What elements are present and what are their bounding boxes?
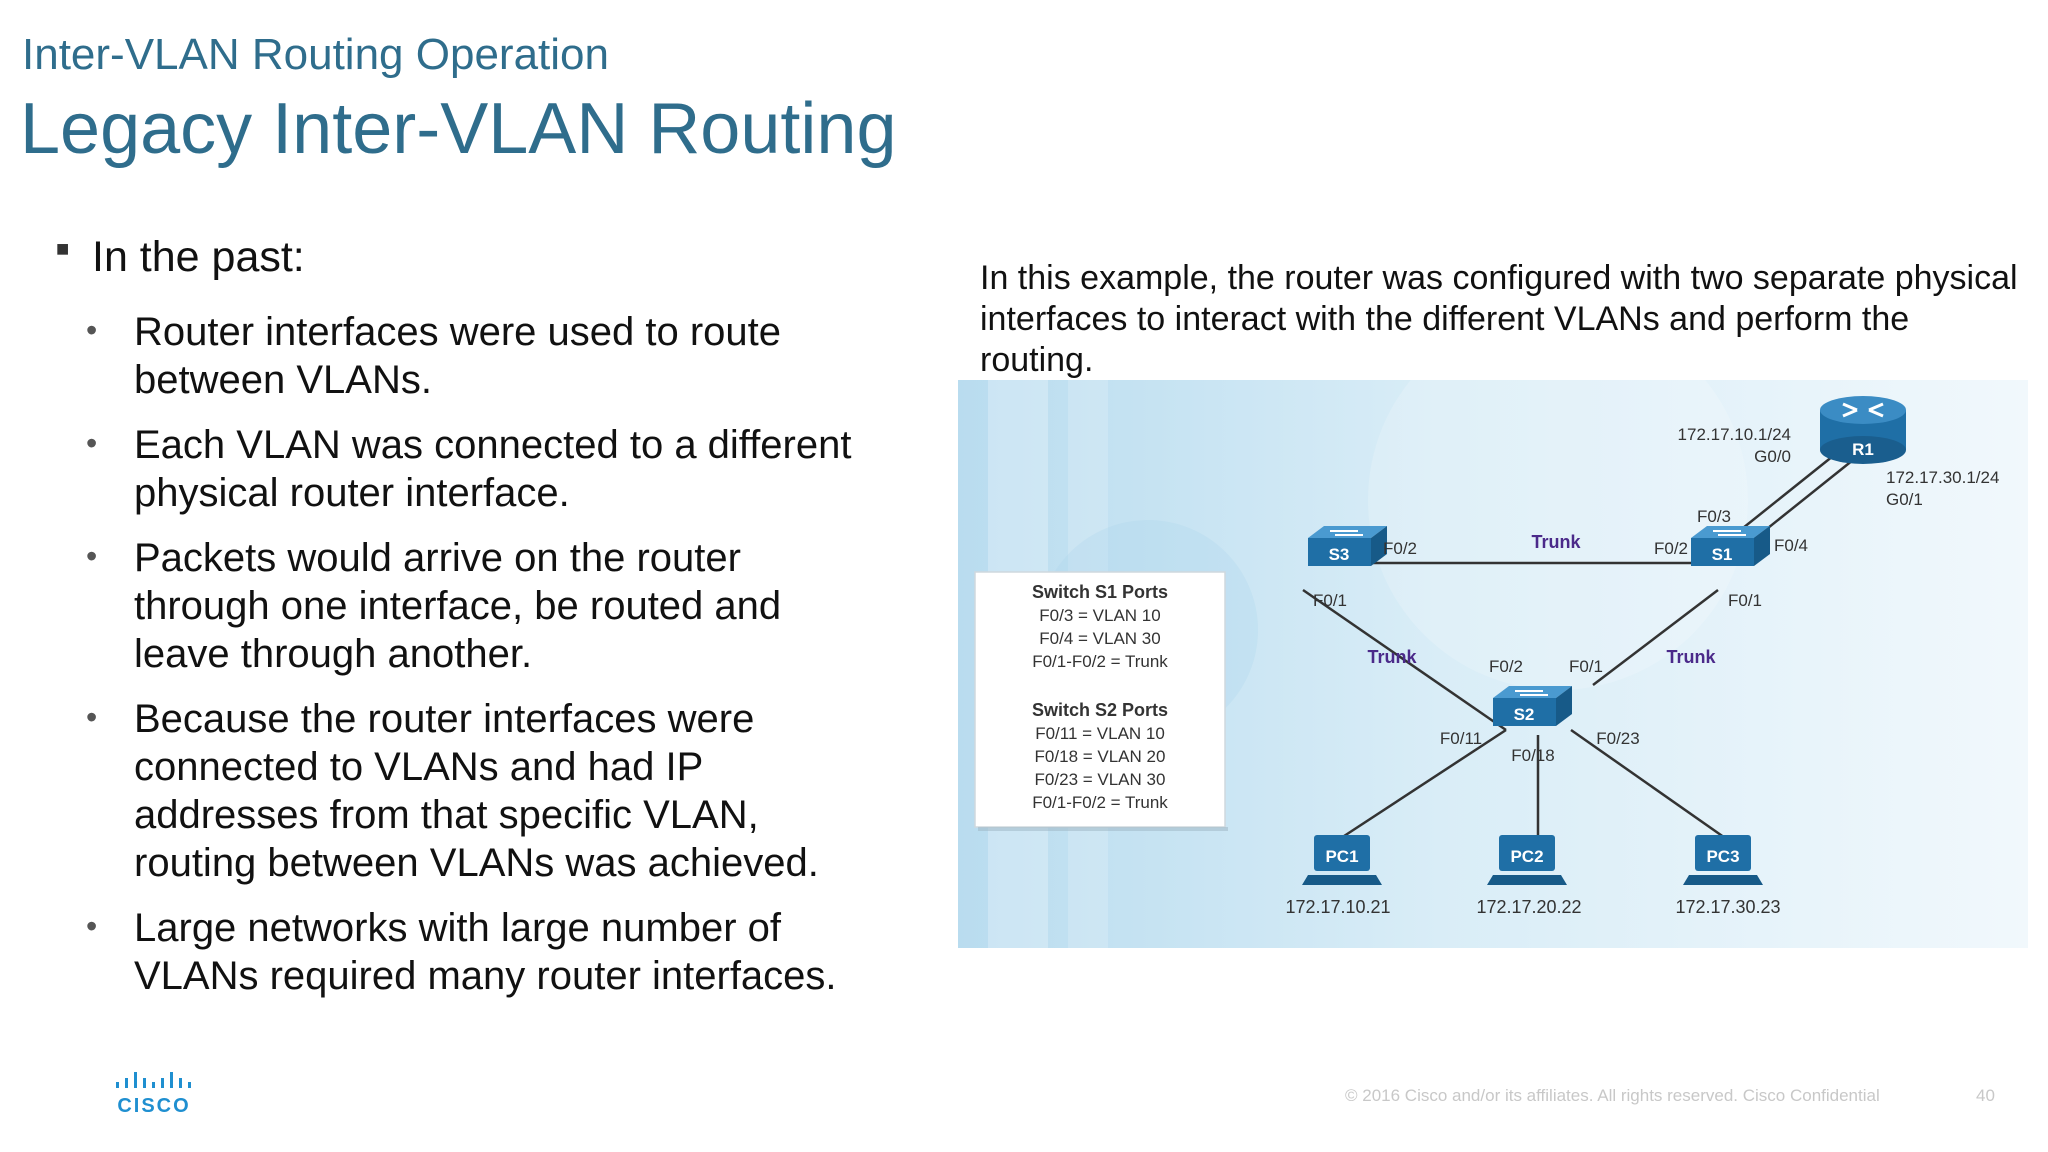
- sub-bullet: •Packets would arrive on the router thro…: [86, 536, 782, 676]
- legend-line: F0/3 = VLAN 10: [1039, 606, 1160, 625]
- router-r1-label: R1: [1852, 440, 1874, 459]
- port-label: F0/1: [1569, 657, 1603, 676]
- port-label: F0/3: [1697, 507, 1731, 526]
- port-label: F0/2: [1383, 539, 1417, 558]
- pc2-label: PC2: [1510, 847, 1543, 866]
- port-label: F0/23: [1596, 729, 1639, 748]
- sub-bullet-list: •Router interfaces were used to route be…: [86, 308, 886, 1000]
- port-legend-box: [974, 571, 1228, 831]
- trunk-label: Trunk: [1666, 647, 1716, 667]
- port-label: F0/1: [1313, 591, 1347, 610]
- legend-line: F0/18 = VLAN 20: [1035, 747, 1166, 766]
- r1-ip-g01: 172.17.30.1/24: [1886, 468, 1999, 487]
- sub-bullet: •Router interfaces were used to route be…: [86, 310, 782, 402]
- r1-ip-g00: 172.17.10.1/24: [1678, 425, 1791, 444]
- pc2-ip: 172.17.20.22: [1476, 897, 1581, 917]
- sub-bullet: •Large networks with large number of VLA…: [86, 906, 837, 998]
- switch-s1-icon: [1691, 526, 1770, 566]
- r1-if-g01: G0/1: [1886, 490, 1923, 509]
- network-topology-diagram: R1 172.17.10.1/24 G0/0 172.17.30.1/24 G0…: [958, 380, 2028, 948]
- square-bullet-icon: ■: [56, 236, 70, 261]
- pc3-label: PC3: [1706, 847, 1739, 866]
- switch-s3-label: S3: [1329, 545, 1350, 564]
- background-circle: [1368, 380, 1748, 690]
- page-number: 40: [1976, 1086, 1995, 1105]
- port-label: F0/18: [1511, 746, 1554, 765]
- port-label: F0/11: [1440, 729, 1482, 748]
- dot-bullet-icon: •: [86, 908, 98, 944]
- legend-line: F0/1-F0/2 = Trunk: [1032, 652, 1168, 671]
- legend-s1-title: Switch S1 Ports: [1032, 582, 1168, 602]
- trunk-label: Trunk: [1531, 532, 1581, 552]
- dot-bullet-icon: •: [86, 425, 98, 461]
- pc1-ip: 172.17.10.21: [1285, 897, 1390, 917]
- switch-s2-icon: [1493, 686, 1572, 726]
- legend-line: F0/23 = VLAN 30: [1035, 770, 1166, 789]
- r1-if-g00: G0/0: [1754, 447, 1791, 466]
- link-s3-s2: [1302, 588, 1507, 732]
- legend-s2-title: Switch S2 Ports: [1032, 700, 1168, 720]
- pc1-label: PC1: [1325, 847, 1358, 866]
- port-label: F0/1: [1728, 591, 1762, 610]
- legend-line: F0/4 = VLAN 30: [1039, 629, 1160, 648]
- main-bullet-text: In the past:: [92, 233, 305, 281]
- dot-bullet-icon: •: [86, 538, 98, 574]
- port-label: F0/2: [1654, 539, 1688, 558]
- pc3-icon: [1683, 835, 1763, 885]
- pc1-icon: [1302, 835, 1382, 885]
- legend-line: F0/1-F0/2 = Trunk: [1032, 793, 1168, 812]
- pc3-ip: 172.17.30.23: [1675, 897, 1780, 917]
- slide-title: Legacy Inter-VLAN Routing: [20, 89, 897, 169]
- switch-s3-icon: [1308, 526, 1387, 566]
- copyright-notice: © 2016 Cisco and/or its affiliates. All …: [1345, 1086, 1880, 1105]
- bullet-list: ■ In the past: •Router interfaces were u…: [56, 232, 886, 1017]
- trunk-label: Trunk: [1367, 647, 1417, 667]
- router-r1-icon: [1820, 396, 1906, 464]
- main-bullet: ■ In the past:: [56, 232, 886, 282]
- switch-s1-label: S1: [1712, 545, 1733, 564]
- cisco-logo: CISCO: [116, 1072, 191, 1116]
- link-s2-pc3: [1570, 728, 1729, 842]
- diagram-caption: In this example, the router was configur…: [980, 259, 2018, 379]
- cisco-logo-text: CISCO: [117, 1095, 190, 1116]
- legend-line: F0/11 = VLAN 10: [1035, 724, 1165, 743]
- pc2-icon: [1487, 835, 1567, 885]
- sub-bullet: •Because the router interfaces were conn…: [86, 697, 819, 885]
- link-s2-pc1: [1337, 728, 1507, 842]
- dot-bullet-icon: •: [86, 312, 98, 348]
- dot-bullet-icon: •: [86, 699, 98, 735]
- switch-s2-label: S2: [1514, 705, 1535, 724]
- port-label: F0/4: [1774, 536, 1808, 555]
- port-label: F0/2: [1489, 657, 1523, 676]
- slide-subtitle: Inter-VLAN Routing Operation: [22, 30, 609, 79]
- link-s1-s2: [1592, 589, 1719, 686]
- sub-bullet: •Each VLAN was connected to a different …: [86, 423, 852, 515]
